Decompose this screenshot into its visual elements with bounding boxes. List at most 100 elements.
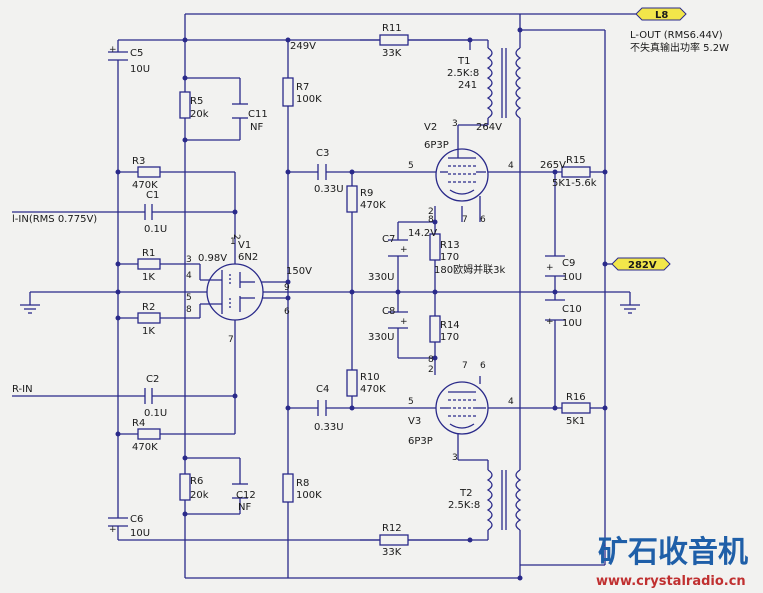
schematic-label: C9 (562, 258, 575, 269)
tube-v3 (435, 381, 489, 442)
transformer-t1 (486, 47, 522, 119)
schematic-label: 282V (628, 260, 657, 271)
schematic-label: C1 (146, 190, 159, 201)
schematic-label: 180欧姆并联3k (434, 263, 505, 276)
resistor-r11 (379, 34, 409, 46)
schematic-label: 470K (360, 384, 386, 395)
capacitor-c2 (144, 388, 153, 404)
capacitor-c4 (317, 400, 327, 416)
schematic-label: R13 (440, 240, 460, 251)
schematic-label: 4 (508, 397, 514, 407)
schematic-label: 4 (508, 161, 514, 171)
schematic-label: www.crystalradio.cn (596, 574, 746, 589)
schematic-label: V2 (424, 122, 437, 133)
schematic-label: 5 (408, 161, 414, 171)
lout-power-label: 不失真输出功率 5.2W (630, 41, 729, 54)
resistor-r4 (137, 428, 161, 440)
schematic-label: 470K (360, 200, 386, 211)
capacitor-c7 (388, 239, 408, 257)
schematic-label: NF (250, 122, 263, 133)
ground-left-icon (20, 304, 40, 314)
tube-v2 (435, 145, 489, 202)
schematic-label: 170 (440, 252, 459, 263)
schematic-label: T1 (457, 56, 470, 67)
schematic-label: 20k (190, 109, 209, 120)
schematic-label: 5 (408, 397, 414, 407)
capacitor-c3 (317, 164, 327, 180)
schematic-label: 10U (562, 272, 582, 283)
schematic-label: C8 (382, 306, 395, 317)
volt-150: 150V (286, 266, 312, 277)
schematic-label: 100K (296, 490, 322, 501)
resistor-r13 (429, 233, 441, 261)
schematic-label: R15 (566, 155, 586, 166)
schematic-label: R5 (190, 96, 203, 107)
schematic-label: 3 (452, 453, 458, 463)
schematic-label: R12 (382, 523, 402, 534)
schematic-label: 0.1U (144, 224, 167, 235)
schematic-label: C11 (248, 109, 268, 120)
schematic-label: + (400, 245, 408, 255)
schematic-label: 8 (428, 215, 434, 225)
schematic-label: 3 (186, 255, 192, 265)
tube-v1 (200, 244, 264, 340)
r-in-label: R-IN (12, 384, 33, 395)
capacitor-c5 (108, 51, 128, 72)
schematic-label: V1 (238, 240, 251, 251)
schematic-label: 3 (452, 119, 458, 129)
schematic-label: 6 (480, 215, 486, 225)
schematic-label: C4 (316, 384, 329, 395)
resistor-r8 (282, 473, 294, 503)
resistor-r16 (561, 402, 591, 414)
schematic-label: R6 (190, 476, 203, 487)
resistor-r10 (346, 369, 358, 397)
schematic-label: 7 (462, 361, 468, 371)
schematic-label: 10U (562, 318, 582, 329)
capacitor-c9 (545, 255, 565, 277)
schematic-label: 5K1-5.6k (552, 178, 597, 189)
schematic-label: 5K1 (566, 416, 585, 427)
volt-249: 249V (290, 41, 316, 52)
capacitor-c6 (108, 517, 128, 538)
schematic-label: 470K (132, 180, 158, 191)
schematic-label: C12 (236, 490, 256, 501)
schematic-label: 7 (228, 335, 234, 345)
resistor-r2 (137, 312, 161, 324)
capacitor-c12 (232, 483, 248, 499)
lout-label: L-OUT (RMS6.44V) (630, 30, 723, 41)
schematic-label: 0.33U (314, 184, 344, 195)
schematic-label: R2 (142, 302, 155, 313)
capacitor-c1 (144, 204, 153, 220)
resistor-r5 (179, 91, 191, 119)
schematic-label: + (546, 317, 554, 327)
schematic-label: V3 (408, 416, 421, 427)
schematic-label: C3 (316, 148, 329, 159)
schematic-label: R9 (360, 188, 373, 199)
schematic-label: 2.5K:8 (447, 68, 479, 79)
schematic-label: + (546, 263, 554, 273)
schematic-label: R16 (566, 392, 586, 403)
schematic-label: 241 (458, 80, 477, 91)
schematic-label: 6P3P (424, 140, 449, 151)
volt-264: 264V (476, 122, 502, 133)
schematic-label: 170 (440, 332, 459, 343)
capacitor-c11 (232, 103, 248, 119)
schematic-label: 4 (186, 271, 192, 281)
schematic-label: C2 (146, 374, 159, 385)
schematic-label: R11 (382, 23, 402, 34)
schematic-label: + (109, 525, 117, 535)
resistor-r9 (346, 185, 358, 213)
schematic-label: 33K (382, 48, 402, 59)
resistor-r1 (137, 258, 161, 270)
schematic-label: R7 (296, 82, 309, 93)
schematic-label: R8 (296, 478, 309, 489)
resistor-r3 (137, 166, 161, 178)
schematic-label: 0.1U (144, 408, 167, 419)
schematic-label: R4 (132, 418, 145, 429)
schematic-label: 470K (132, 442, 158, 453)
tag-282v: 282V (611, 257, 671, 271)
schematic-label: 330U (368, 332, 394, 343)
schematic-label: 1K (142, 272, 155, 283)
schematic-label: R1 (142, 248, 155, 259)
